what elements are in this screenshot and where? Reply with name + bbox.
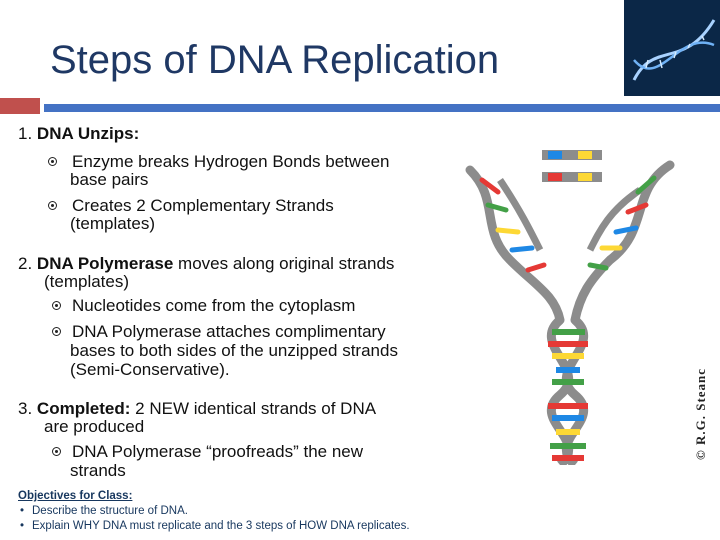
objectives-heading: Objectives for Class:	[18, 490, 133, 502]
step2-bullet-2-cont2: (Semi-Conservative).	[70, 360, 230, 379]
step1-bullet-2: Creates 2 Complementary Strands	[72, 196, 334, 215]
step2-bullet-2: DNA Polymerase attaches complimentary	[72, 322, 386, 341]
step3-bullet-1: DNA Polymerase “proofreads” the new	[72, 442, 364, 461]
dna-replication-illustration	[465, 150, 675, 465]
bullet-icon	[48, 157, 57, 166]
step3-line1: 3. Completed: 2 NEW identical strands of…	[18, 399, 377, 418]
dna-corner-image	[624, 0, 720, 96]
free-nucleotides	[542, 150, 602, 182]
step1-bullet-1: Enzyme breaks Hydrogen Bonds between	[72, 152, 390, 171]
step2-line2: (templates)	[44, 272, 130, 291]
bullet-icon	[52, 327, 61, 336]
step1-heading: 1. DNA Unzips:	[18, 124, 140, 143]
step2-bullet-2-cont: bases to both sides of the unzipped stra…	[70, 341, 398, 360]
step2-bullet-1: Nucleotides come from the cytoplasm	[72, 296, 356, 315]
step3-bullet-1-cont: strands	[70, 461, 126, 480]
bullet-icon	[52, 447, 61, 456]
step1-bullet-2-cont: (templates)	[70, 214, 156, 233]
step1-bullet-1-cont: base pairs	[70, 170, 149, 189]
step2-line1: 2. DNA Polymerase moves along original s…	[18, 254, 395, 273]
bullet-icon	[52, 301, 61, 310]
step3-line2: are produced	[44, 417, 145, 436]
slide-title: Steps of DNA Replication	[50, 38, 500, 82]
objectives-box: Objectives for Class: Describe the struc…	[18, 489, 410, 534]
bullet-icon	[48, 201, 57, 210]
copyright-credit: © R.G. Steanc	[693, 367, 708, 460]
objective-item: Explain WHY DNA must replicate and the 3…	[18, 519, 410, 534]
accent-bar-blue	[44, 104, 720, 112]
objective-item: Describe the structure of DNA.	[18, 504, 410, 519]
accent-bar-red	[0, 98, 40, 114]
